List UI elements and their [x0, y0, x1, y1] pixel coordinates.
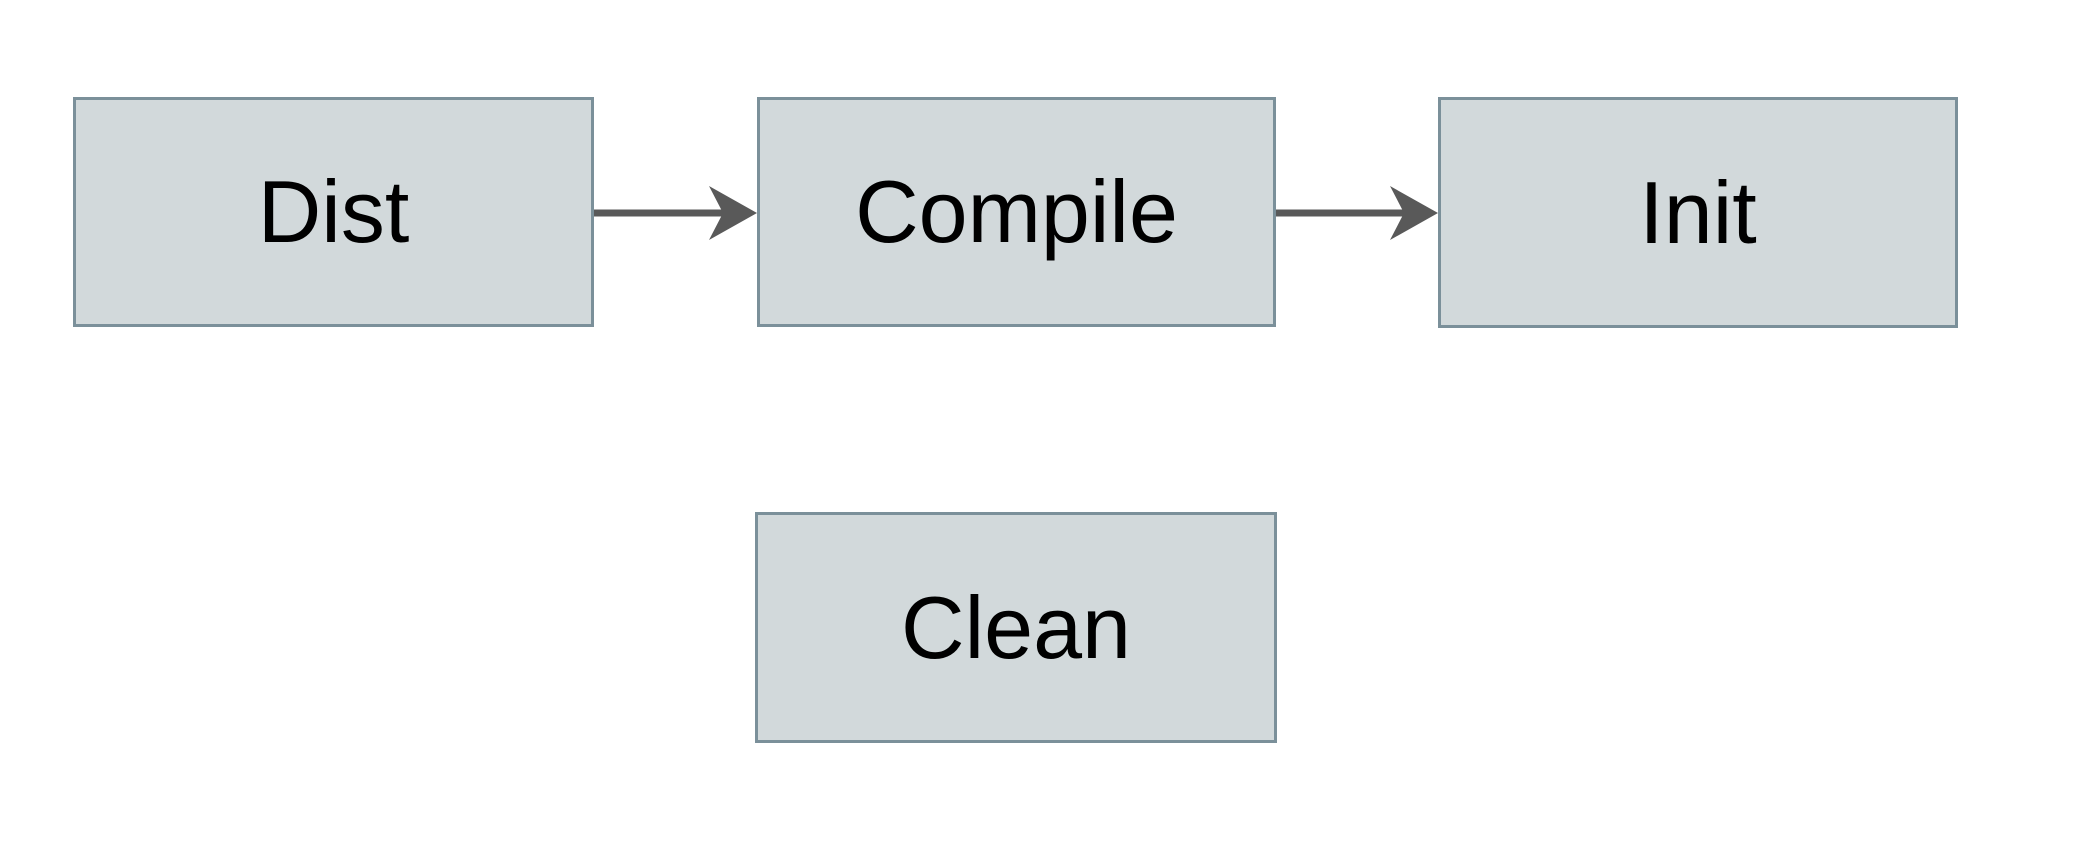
node-compile-label: Compile — [855, 162, 1178, 261]
node-compile: Compile — [757, 97, 1276, 327]
node-clean: Clean — [755, 512, 1277, 743]
arrow-compile-to-init — [1276, 186, 1438, 240]
node-dist-label: Dist — [257, 162, 410, 261]
node-clean-label: Clean — [901, 577, 1131, 677]
node-init: Init — [1438, 97, 1958, 328]
node-dist: Dist — [73, 97, 594, 327]
node-init-label: Init — [1639, 162, 1757, 262]
arrow-dist-to-compile — [594, 186, 757, 240]
